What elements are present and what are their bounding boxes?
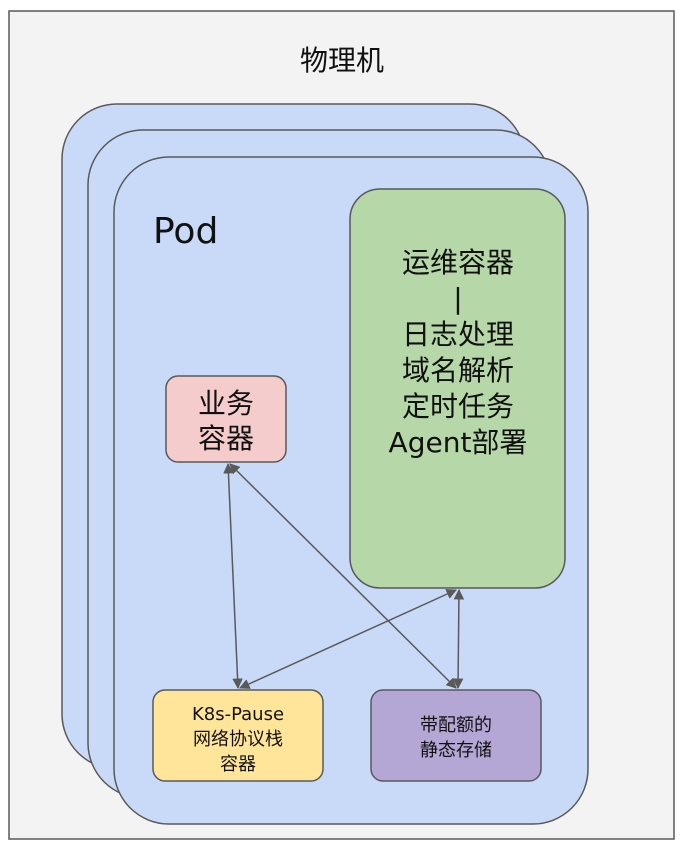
- connectors: [223, 462, 465, 690]
- business-line-1: 业务: [198, 387, 254, 420]
- ops-line-1: 运维容器: [402, 246, 514, 279]
- pause-container-text: K8s-Pause 网络协议栈 容器: [192, 704, 284, 775]
- pause-container-box: [152, 689, 324, 782]
- ops-line-4: 域名解析: [402, 354, 514, 387]
- ops-container-text: 运维容器 | 日志处理 域名解析 定时任务 Agent部署: [389, 246, 528, 459]
- ops-line-5: 定时任务: [402, 390, 514, 423]
- storage-box: [370, 689, 542, 782]
- physical-machine-label: 物理机: [300, 44, 384, 77]
- pause-line-2: 网络协议栈: [193, 729, 283, 750]
- ops-line-6: Agent部署: [389, 426, 528, 459]
- arrow-ops-to-pause: [239, 589, 457, 689]
- storage-line-2: 静态存储: [420, 740, 492, 761]
- business-line-2: 容器: [198, 422, 254, 455]
- ops-line-2: |: [453, 282, 462, 315]
- business-container-box: [165, 375, 287, 463]
- storage-text: 带配额的 静态存储: [420, 715, 492, 761]
- storage-line-1: 带配额的: [420, 715, 492, 736]
- arrow-ops-to-storage: [452, 588, 465, 690]
- ops-line-3: 日志处理: [402, 318, 514, 351]
- pause-line-1: K8s-Pause: [192, 704, 284, 725]
- business-container-text: 业务 容器: [198, 387, 254, 455]
- pod-label: Pod: [153, 211, 218, 252]
- pause-line-3: 容器: [220, 754, 256, 775]
